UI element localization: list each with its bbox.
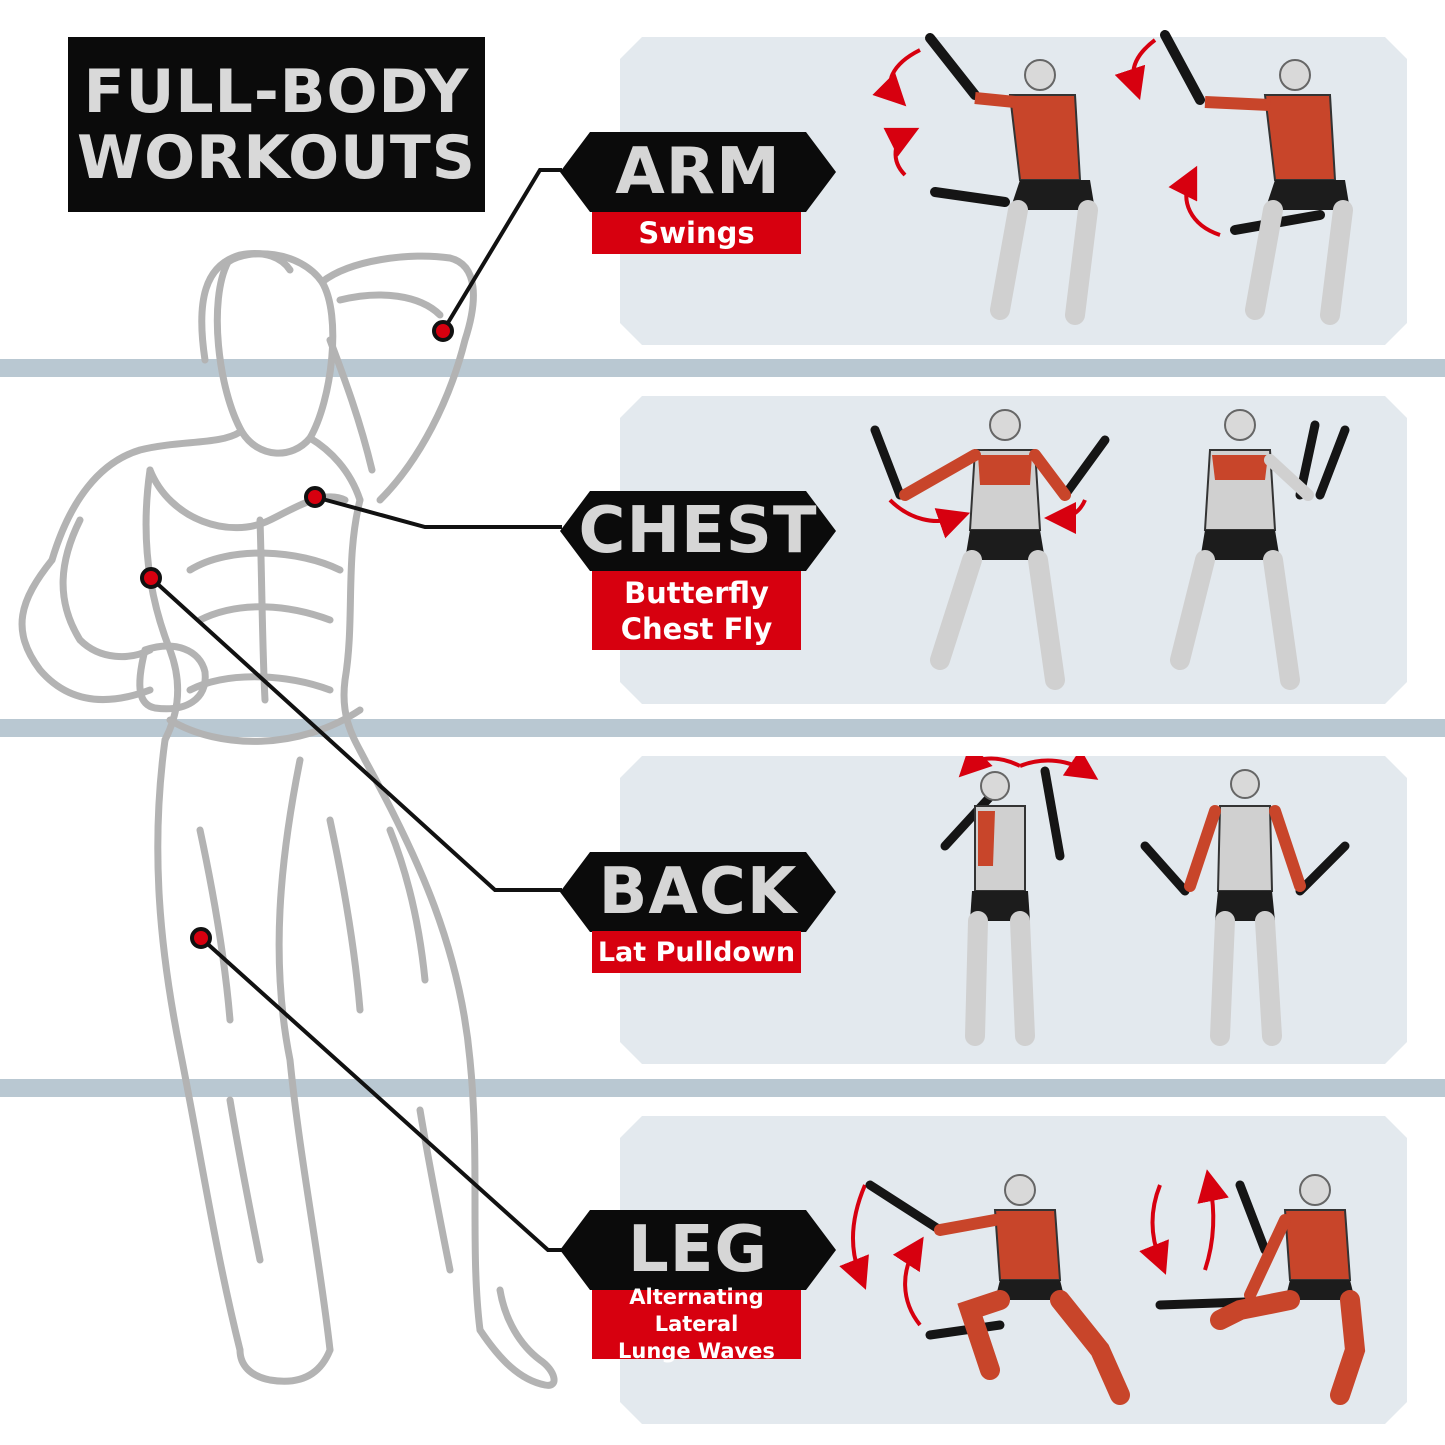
leg-marker-dot [190, 927, 212, 949]
chest-subtitle-line-2: Chest Fly [620, 611, 773, 646]
leg-subtitle-line-2: Lunge Waves [618, 1339, 775, 1363]
title-line-1: FULL-BODY [83, 56, 470, 127]
chest-fly-figures [870, 409, 1350, 690]
arm-subtitle: Swings [592, 212, 801, 254]
arm-tag-label: ARM [615, 135, 781, 209]
arm-swing-figures [872, 30, 1353, 325]
arm-marker-dot [432, 320, 454, 342]
chest-subtitle: Butterfly Chest Fly [592, 571, 801, 650]
chest-subtitle-line-1: Butterfly [624, 575, 769, 610]
back-subtitle-text: Lat Pulldown [597, 936, 796, 968]
back-tag-label: BACK [598, 855, 798, 929]
lateral-lunge-wave-figures [839, 1169, 1366, 1405]
arm-tag: ARM [560, 132, 836, 212]
back-marker-dot [140, 567, 162, 589]
chest-tag: CHEST [560, 491, 836, 571]
title-line-2: WORKOUTS [76, 122, 477, 193]
leg-tag: LEG [560, 1210, 836, 1290]
arm-subtitle-text: Swings [638, 216, 755, 250]
back-subtitle: Lat Pulldown [592, 931, 801, 973]
leg-subtitle-line-1: Alternating Lateral [629, 1285, 764, 1336]
lat-pulldown-figures [940, 756, 1350, 1046]
page-title: FULL-BODY WORKOUTS [68, 37, 485, 212]
leg-tag-label: LEG [627, 1213, 769, 1287]
chest-marker-dot [304, 486, 326, 508]
divider-band-1 [0, 359, 1445, 377]
back-tag: BACK [560, 852, 836, 932]
chest-tag-label: CHEST [578, 494, 818, 568]
leg-subtitle: Alternating Lateral Lunge Waves [592, 1285, 801, 1363]
divider-band-2 [0, 719, 1445, 737]
